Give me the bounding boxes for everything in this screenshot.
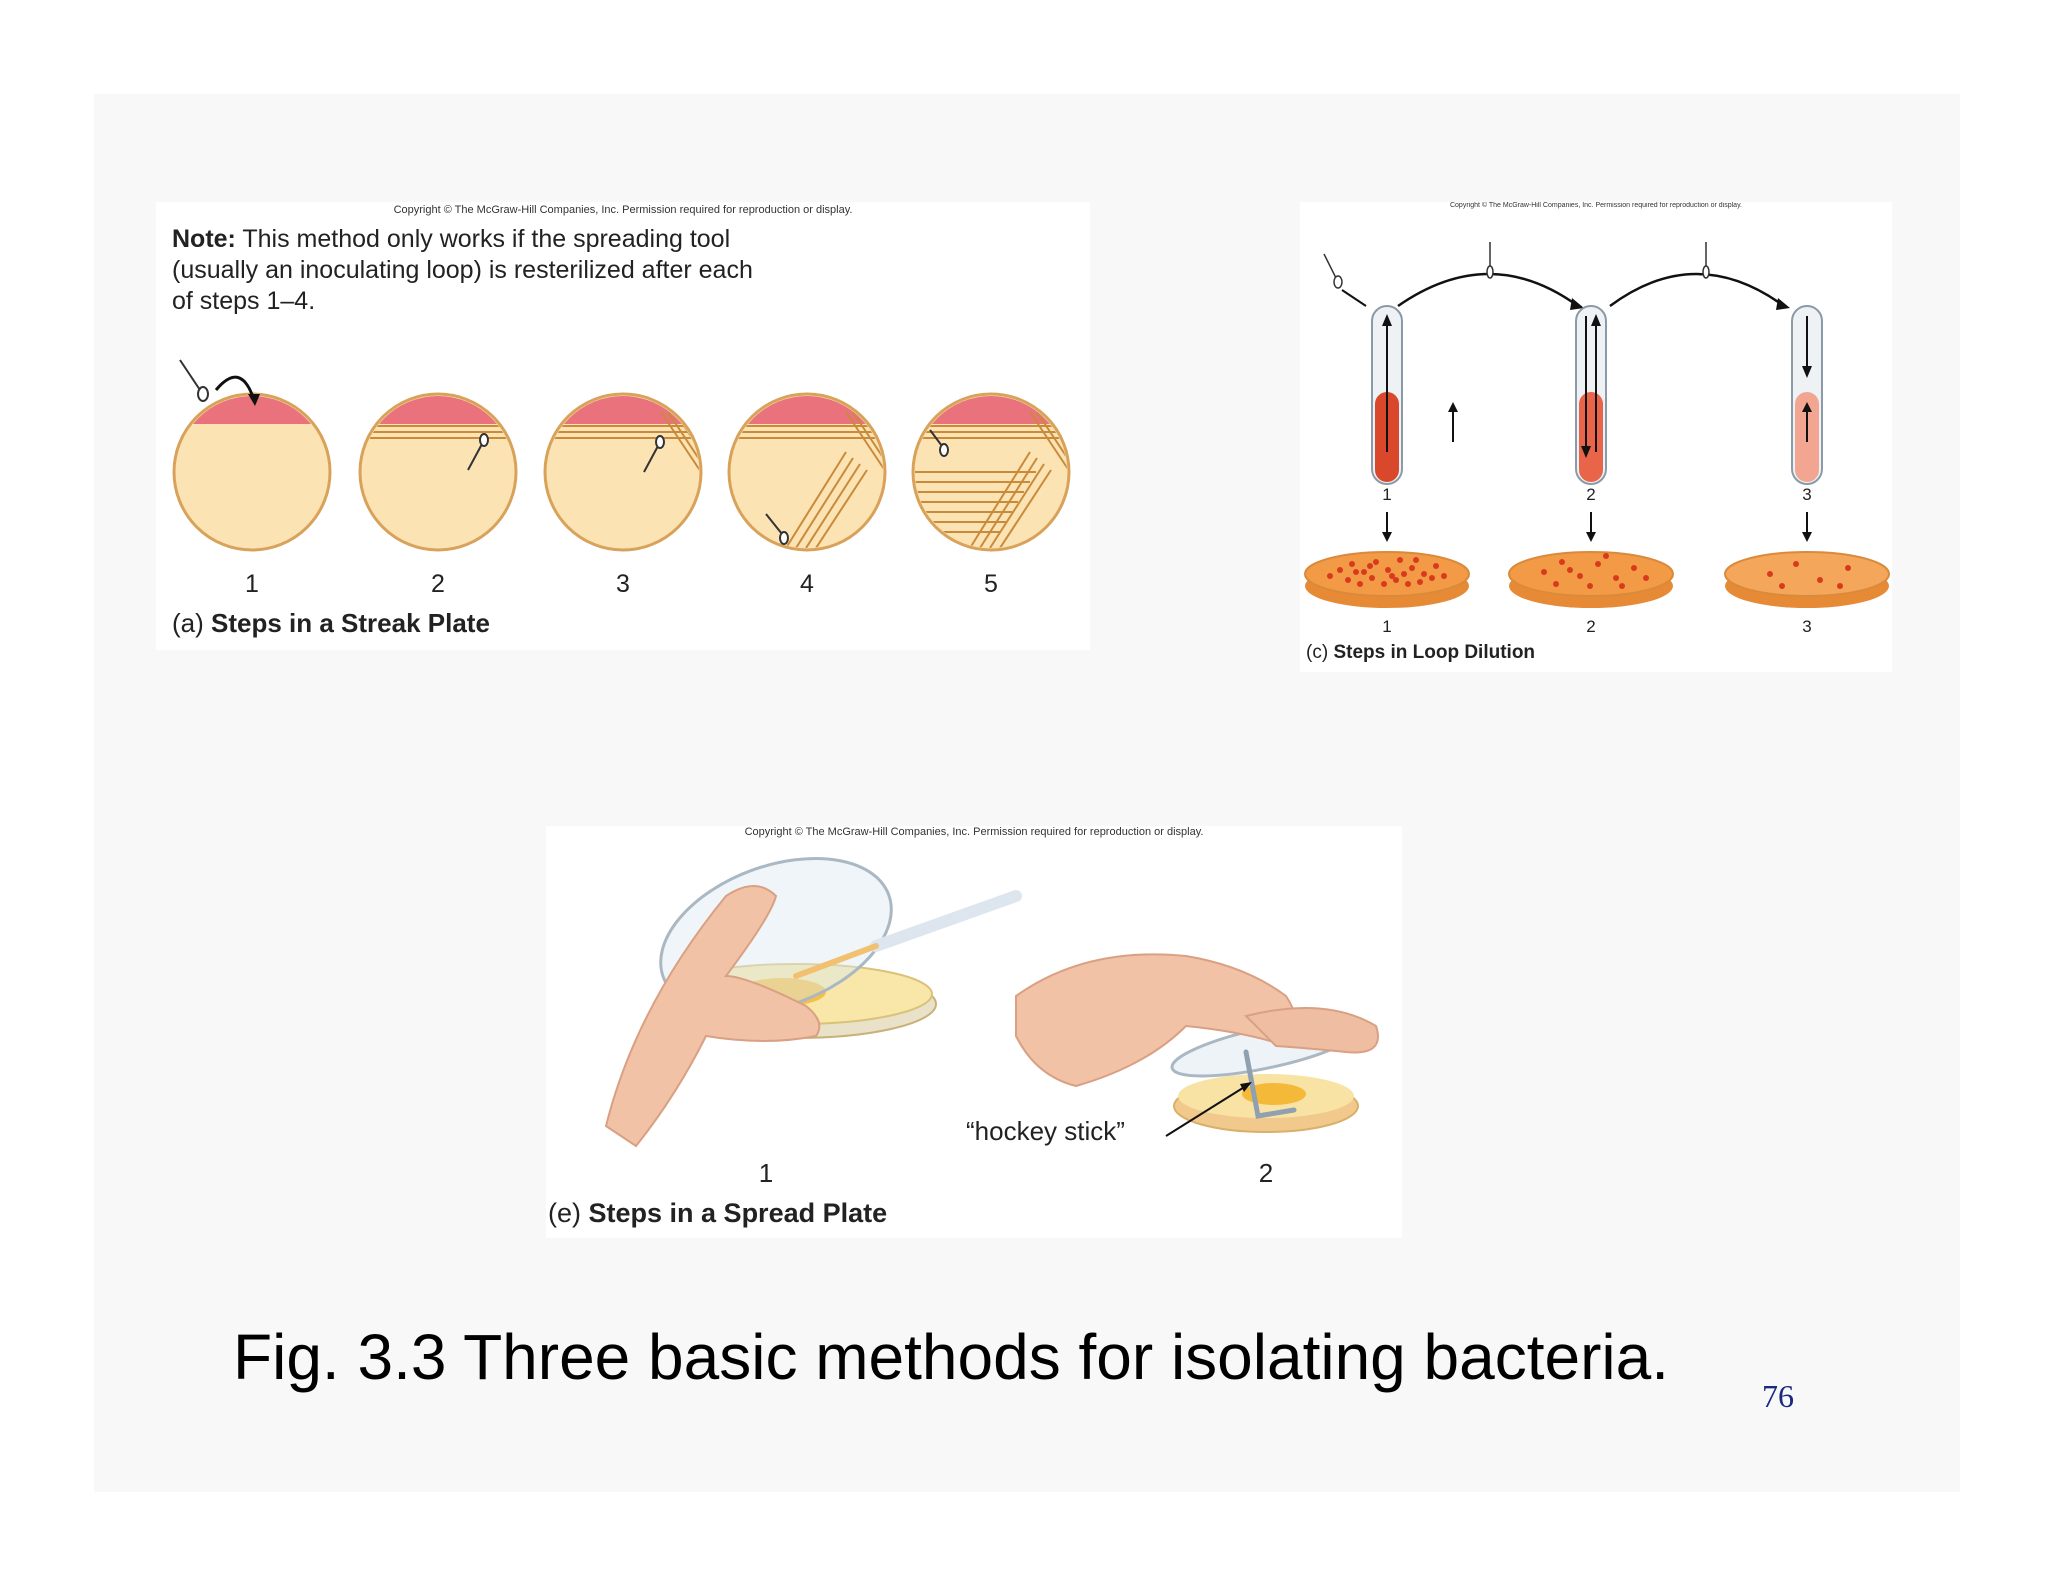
copyright-notice: Copyright © The McGraw-Hill Companies, I… <box>393 204 853 216</box>
streak-step-number: 4 <box>800 570 814 598</box>
tube-number: 2 <box>1586 485 1596 504</box>
streak-step-number: 3 <box>616 570 630 598</box>
streak-step-number: 5 <box>984 570 998 598</box>
tube-number: 1 <box>1382 485 1392 504</box>
slide: Copyright © The McGraw-Hill Companies, I… <box>94 94 1960 1492</box>
figure-caption: Fig. 3.3 Three basic methods for isolati… <box>233 1321 1669 1393</box>
caption-letter: (a) <box>172 608 204 638</box>
caption-letter: (c) <box>1306 642 1329 663</box>
streak-plate-step-4 <box>727 392 887 552</box>
spread-plate-panel: Copyright © The McGraw-Hill Companies, I… <box>546 826 1402 1238</box>
caption-letter: (e) <box>548 1198 581 1228</box>
tube-number: 3 <box>1802 485 1812 504</box>
plate-number: 3 <box>1802 617 1812 636</box>
dilution-tube-2 <box>1575 305 1607 485</box>
streak-plate-step-3 <box>543 392 703 552</box>
caption-title: Steps in Loop Dilution <box>1333 642 1536 663</box>
streak-step-number: 2 <box>431 570 445 598</box>
caption-title: Steps in a Spread Plate <box>588 1198 888 1228</box>
copyright-notice: Copyright © The McGraw-Hill Companies, I… <box>1449 202 1742 209</box>
dilution-plate-1 <box>1304 551 1470 608</box>
note-text: This method only works if the spreading … <box>172 225 753 315</box>
spread-plate-illustration <box>604 856 1379 1148</box>
spread-step-number: 2 <box>1258 1158 1274 1188</box>
spread-step-2-illustration <box>1015 953 1379 1137</box>
spread-step-1-illustration <box>604 856 1022 1148</box>
loop-dilution-panel: Copyright © The McGraw-Hill Companies, I… <box>1300 202 1892 672</box>
streak-plate-step-5 <box>911 392 1071 552</box>
streak-plate-step-2 <box>358 392 518 552</box>
page-number: 76 <box>1762 1378 1794 1414</box>
method-note: Note: This method only works if the spre… <box>172 224 772 317</box>
plate-number: 1 <box>1382 617 1392 636</box>
plate-number: 2 <box>1586 617 1596 636</box>
streak-plate-illustration <box>172 359 1071 552</box>
streak-plate-panel: Copyright © The McGraw-Hill Companies, I… <box>156 202 1090 650</box>
dilution-tube-1 <box>1371 305 1403 485</box>
dilution-tube-3 <box>1791 305 1823 485</box>
streak-plate-step-1 <box>172 359 332 552</box>
streak-step-number: 1 <box>245 570 259 598</box>
loop-dilution-illustration <box>1304 242 1890 608</box>
hockey-stick-label: “hockey stick” <box>966 1116 1125 1146</box>
streak-plate-caption: (a) Steps in a Streak Plate <box>172 608 490 639</box>
dilution-plate-3 <box>1724 551 1890 608</box>
loop-dilution-caption: (c) Steps in Loop Dilution <box>1306 642 1535 664</box>
spread-plate-caption: (e) Steps in a Spread Plate <box>548 1198 887 1229</box>
note-label: Note: <box>172 225 236 253</box>
dilution-plate-2 <box>1508 551 1674 608</box>
caption-title: Steps in a Streak Plate <box>211 608 490 638</box>
spread-step-number: 1 <box>758 1158 774 1188</box>
copyright-notice: Copyright © The McGraw-Hill Companies, I… <box>744 826 1204 838</box>
